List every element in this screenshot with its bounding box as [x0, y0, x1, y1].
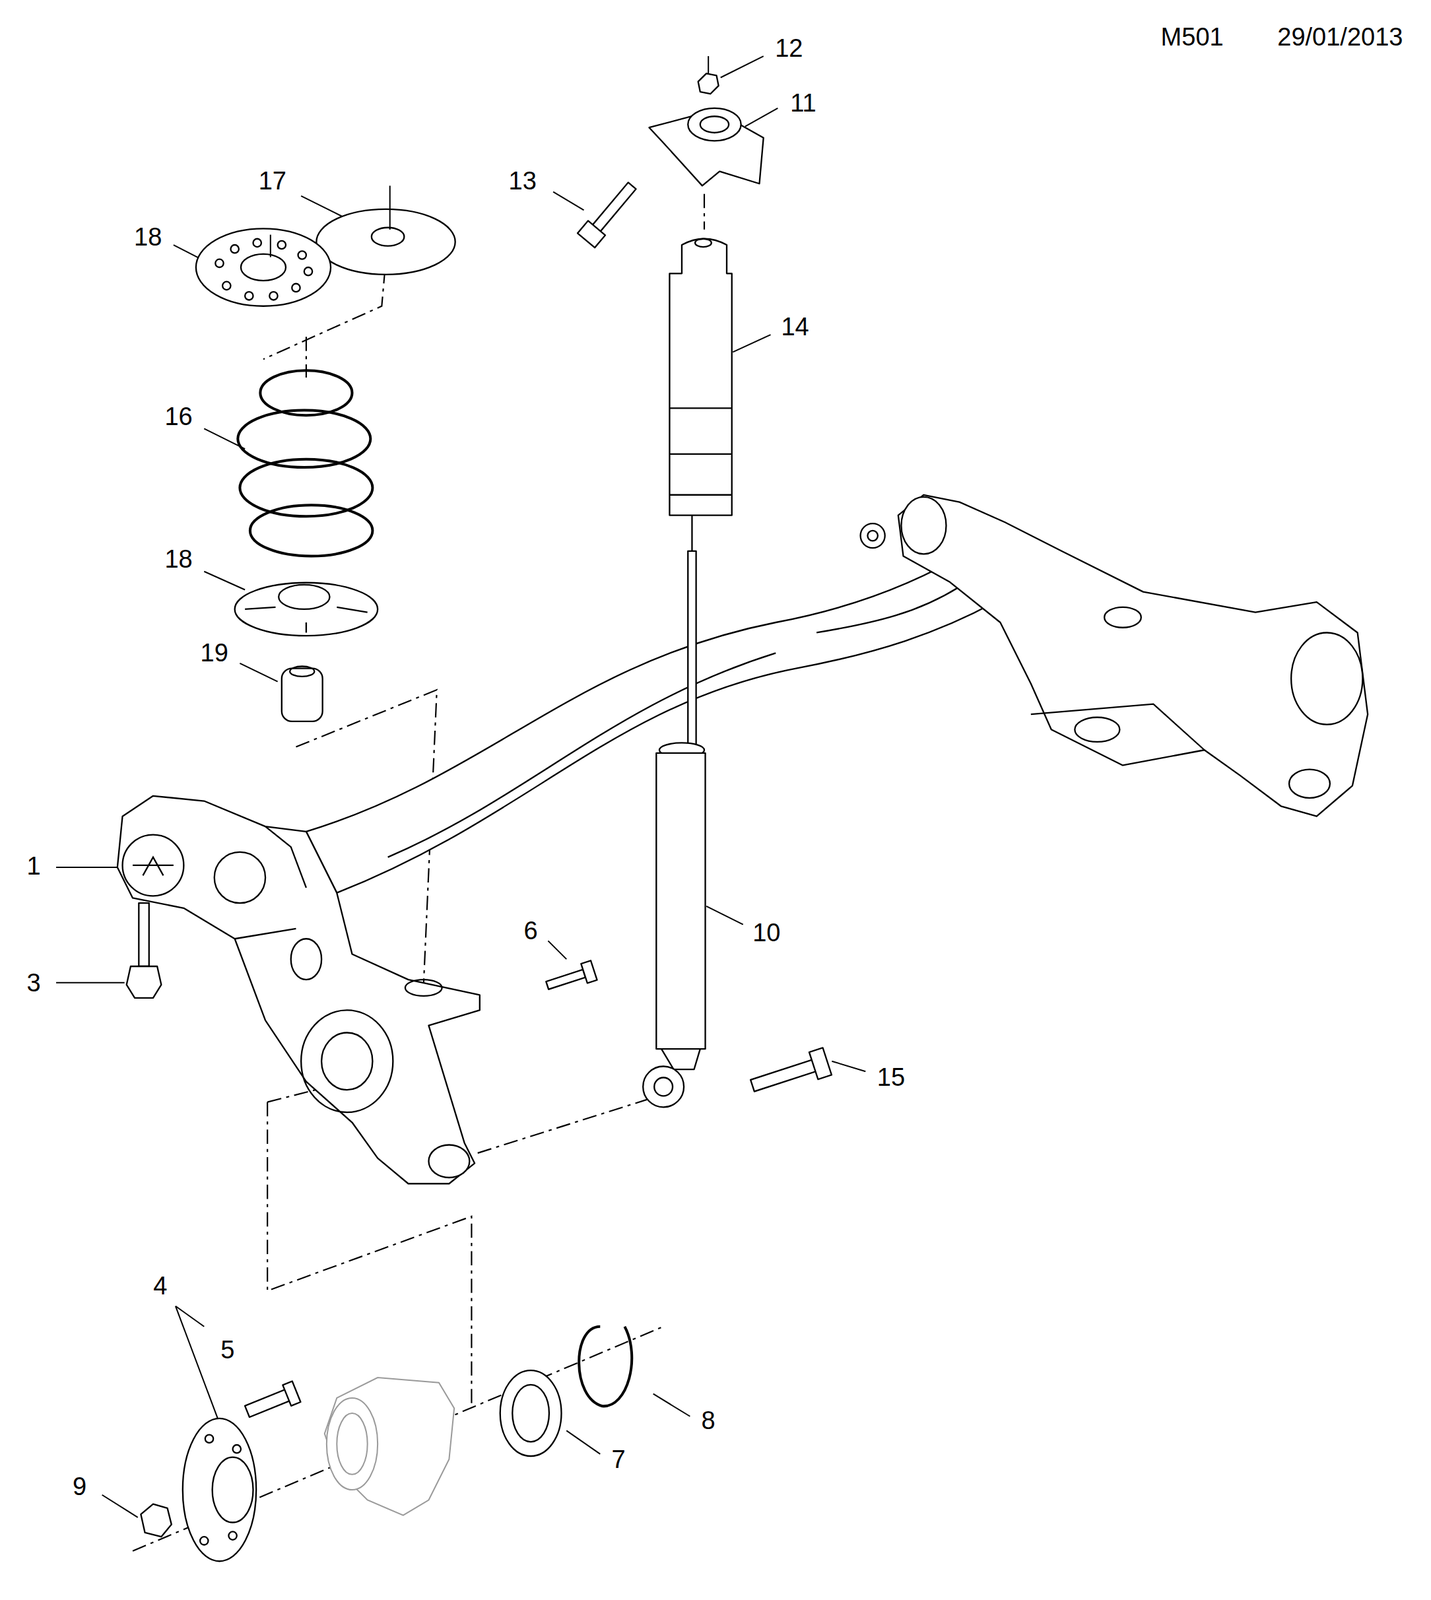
assembly-lines — [132, 194, 705, 1552]
callout-number: 7 — [610, 1446, 628, 1473]
callout-number: 9 — [71, 1473, 88, 1500]
callout-number: 5 — [219, 1336, 236, 1364]
diagram-code: M501 — [1159, 23, 1226, 51]
callout-number: 8 — [700, 1407, 717, 1434]
rear-axle — [117, 495, 1368, 1184]
callout-number: 18 — [132, 223, 164, 251]
callout-number: 19 — [199, 639, 230, 666]
hub-assembly — [140, 1326, 632, 1562]
callout-number: 4 — [151, 1272, 169, 1299]
callout-number: 14 — [779, 313, 810, 340]
date-label: 29/01/2013 — [1275, 23, 1404, 51]
bolt — [577, 178, 641, 248]
shock-absorber — [642, 515, 705, 1108]
bolt — [126, 902, 162, 999]
callout-number: 17 — [257, 167, 288, 195]
callout-number: 6 — [522, 917, 540, 944]
bolt — [747, 1047, 832, 1099]
callout-number: 11 — [788, 89, 818, 117]
callout-number: 3 — [25, 969, 42, 997]
callout-number: 12 — [773, 34, 804, 62]
callout-number: 16 — [163, 403, 194, 430]
callout-number: 18 — [163, 545, 194, 573]
protective-boot — [669, 238, 732, 516]
callout-number: 1 — [25, 852, 42, 880]
callout-number: 10 — [751, 919, 782, 946]
callout-number: 15 — [875, 1064, 907, 1091]
callout-number: 13 — [507, 167, 538, 195]
top-mount — [648, 56, 764, 186]
bolt — [543, 960, 597, 995]
spring-parts — [196, 185, 456, 722]
